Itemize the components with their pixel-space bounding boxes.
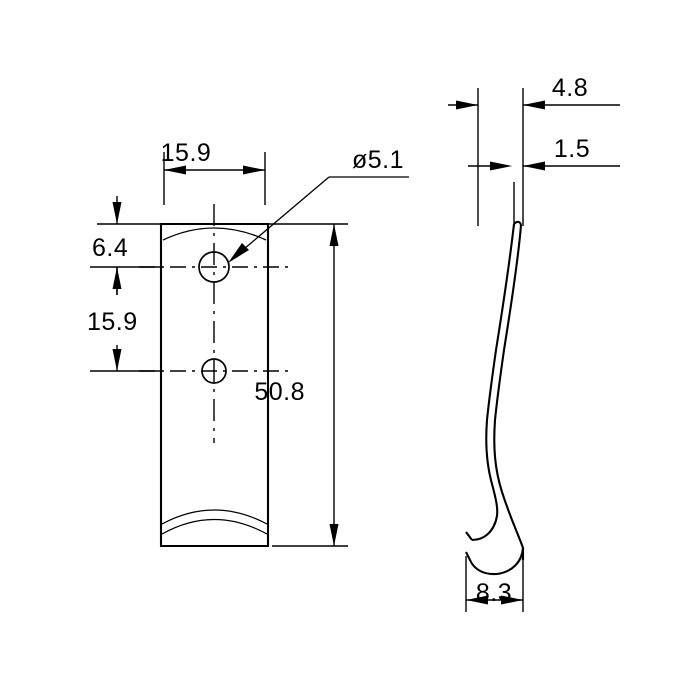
width-dim-label: 15.9 <box>161 139 212 167</box>
dimension-overall-length: 50.8 <box>254 223 348 547</box>
length-label: 50.8 <box>254 378 305 406</box>
dimension-top-offset: 6.4 <box>90 196 268 295</box>
side-offset-arrow-left <box>490 161 512 171</box>
top-offset-label: 6.4 <box>92 234 128 262</box>
dimension-hole-pitch: 15.9 <box>87 267 160 372</box>
hook-width-arrow-right <box>501 595 523 605</box>
side-offset-label: 1.5 <box>554 135 590 163</box>
hole-pitch-label: 15.9 <box>87 308 138 336</box>
width-arrow-right <box>243 165 265 175</box>
dimension-hole-diameter: ø5.1 <box>228 146 409 263</box>
side-view-profile <box>465 220 525 576</box>
side-offset-arrow-right <box>523 161 545 171</box>
dimension-side-offset: 1.5 <box>468 135 620 226</box>
width-arrow-left <box>164 165 186 175</box>
profile-top-cap <box>513 220 523 226</box>
hook-width-arrow-left <box>466 595 488 605</box>
hole-dia-arrowhead <box>228 243 249 263</box>
length-arrow-top <box>329 224 339 246</box>
hook-width-label: 8.3 <box>476 579 512 607</box>
plate-top-arc <box>162 227 267 241</box>
plate-bottom-arc-inner <box>161 509 268 525</box>
upper-hole <box>198 251 230 283</box>
hole-dia-label: ø5.1 <box>352 146 404 174</box>
profile-outer-edge <box>493 224 525 560</box>
hole-dia-leader-slant <box>230 176 330 261</box>
profile-inner-edge <box>471 223 516 542</box>
top-offset-arrow-down <box>112 202 122 224</box>
dimension-side-total: 4.8 <box>448 74 620 226</box>
dimension-width: 15.9 <box>161 139 266 205</box>
profile-hook-tip <box>465 531 473 541</box>
front-view-plate <box>139 204 288 548</box>
hole-pitch-arrow-down <box>112 349 122 371</box>
plate-bottom-arc-outer <box>161 518 268 535</box>
side-total-arrow-left <box>456 100 478 110</box>
side-total-arrow-right <box>523 100 545 110</box>
profile-hook-curl <box>465 547 525 576</box>
dimension-hook-width: 8.3 <box>465 556 524 612</box>
length-arrow-bottom <box>329 524 339 546</box>
lower-hole <box>201 358 227 384</box>
side-total-label: 4.8 <box>552 74 588 102</box>
